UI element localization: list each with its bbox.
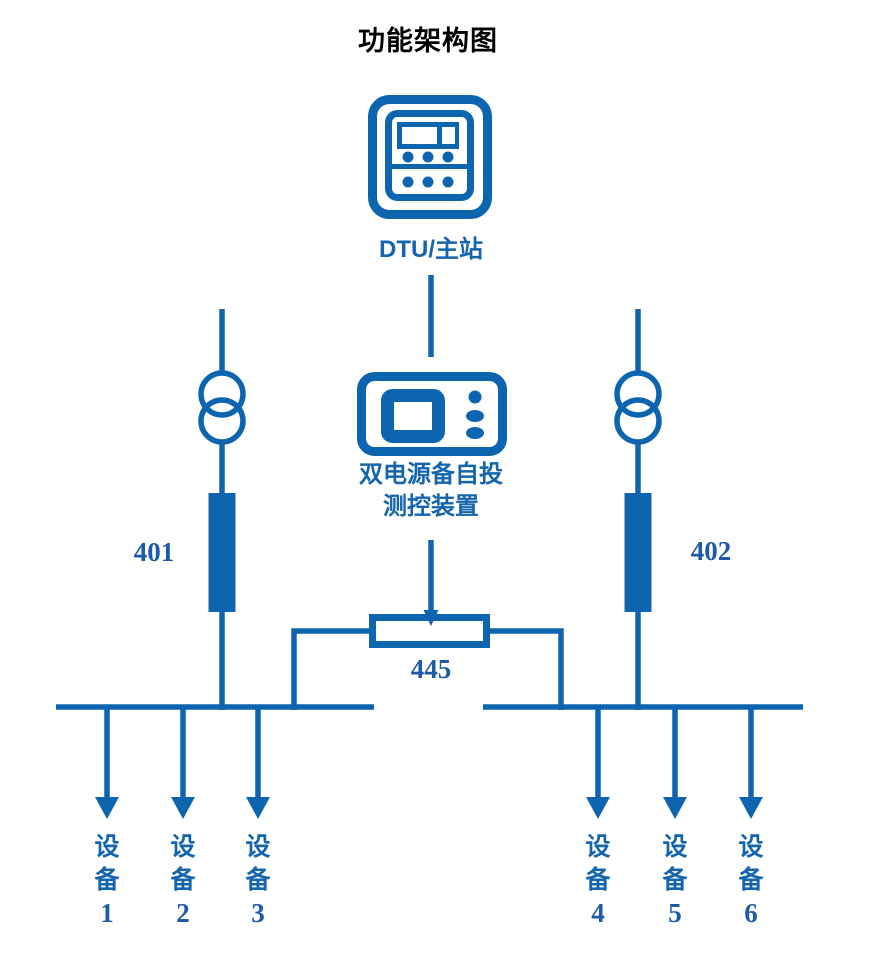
device-label-char: 设 [585,833,611,861]
breaker-402-label: 402 [690,536,732,566]
device-label-number: 2 [176,898,190,928]
device-label-char: 设 [662,833,688,861]
device-label-4: 设 备 4 [558,831,638,929]
breaker-402-symbol [624,493,652,612]
controller-icon-screen [381,389,445,443]
device-label-2: 设 备 2 [143,831,223,929]
right-transformer-icon [614,370,662,418]
tie-branch-left [291,628,376,710]
device-label-1: 设 备 1 [67,831,147,929]
left-transformer-icon [198,370,246,418]
device-label-char: 设 [170,833,196,861]
device-arrowhead [663,797,687,819]
device-label-6: 设 备 6 [711,831,791,929]
dtu-icon-button [442,176,454,188]
device-label-number: 6 [744,898,758,928]
right-feeder [614,309,662,710]
device-arrows [95,709,763,819]
left-transformer-icon [198,397,246,445]
right-transformer-icon [614,397,662,445]
device-arrowhead [171,797,195,819]
dtu-icon-display-right [442,127,455,144]
breaker-401-label: 401 [133,537,175,567]
device-label-3: 设 备 3 [218,831,298,929]
device-arrowhead [739,797,763,819]
dtu-icon-button [402,176,414,188]
device-label-number: 5 [668,898,682,928]
dtu-icon-display-left [402,127,437,144]
dtu-terminal-icon [368,95,492,219]
breaker-401-symbol [208,493,236,612]
controller-icon-button [466,410,484,422]
dtu-icon-button [422,176,434,188]
controller-label-line1: 双电源备自投 [359,461,503,488]
device-arrowhead [246,797,270,819]
device-label-char: 备 [94,866,120,894]
dtu-icon-button [442,151,454,163]
device-arrowhead [586,797,610,819]
device-label-5: 设 备 5 [635,831,715,929]
measure-control-device-icon [357,372,507,456]
device-label-number: 1 [100,898,114,928]
controller-icon-button [466,427,484,439]
device-label-number: 3 [251,898,265,928]
controller-label: 双电源备自投 测控装置 [306,459,556,523]
dtu-icon-button [422,151,434,163]
device-label-char: 备 [170,866,196,894]
device-label-char: 设 [94,833,120,861]
device-label-char: 设 [245,833,271,861]
tie-branch-right [483,628,564,710]
controller-label-line2: 测控装置 [383,493,479,520]
device-label-char: 备 [738,866,764,894]
dtu-icon-button [402,151,414,163]
controller-arrowhead [423,610,439,626]
device-label-char: 备 [585,866,611,894]
tie-breaker-445 [369,614,490,648]
left-feeder [198,309,246,710]
breaker-445-label: 445 [410,654,452,684]
device-label-char: 备 [662,866,688,894]
device-label-number: 4 [591,898,605,928]
page-title: 功能架构图 [358,26,498,56]
device-arrowhead [95,797,119,819]
device-label-char: 备 [245,866,271,894]
device-label-char: 设 [738,833,764,861]
controller-icon-button [468,390,482,404]
dtu-label: DTU/主站 [379,236,483,263]
